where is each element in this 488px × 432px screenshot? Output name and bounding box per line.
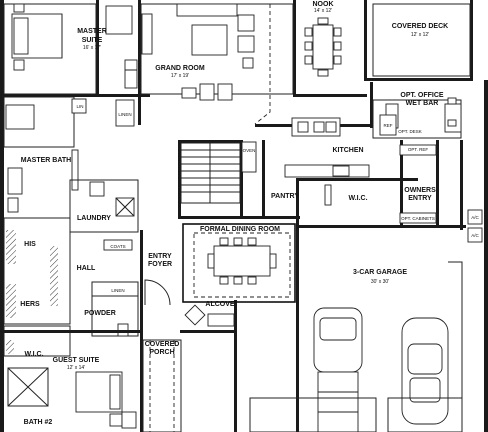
covered-deck: COVERED DECK 12' x 12' <box>372 3 471 77</box>
covered-deck-size: 12' x 12' <box>411 32 429 38</box>
lin-label: LIN <box>76 104 83 109</box>
nook-table <box>312 24 334 70</box>
kitchen: REF KITCHEN <box>284 114 397 178</box>
covered-deck-label: COVERED DECK <box>392 23 448 30</box>
entry-foyer-label: ENTRY <box>148 253 172 260</box>
laundry: LAUNDRY COATS <box>69 179 139 251</box>
grand-room: GRAND ROOM 17' x 19' <box>140 3 294 125</box>
fireplace <box>141 13 153 55</box>
opt-ref-label: OPT. REF <box>408 147 429 152</box>
master-bath-label: MASTER BATH <box>21 157 71 164</box>
formal-dining-label: FORMAL DINING ROOM <box>200 226 280 233</box>
covered-porch-label-2: PORCH <box>149 349 174 356</box>
nook-size: 14' x 12' <box>314 8 332 14</box>
guest-suite-size: 12' x 14' <box>67 365 85 371</box>
guest-suite: GUEST SUITE 12' x 14' BATH #2 <box>0 330 140 429</box>
his-hers-closets: HIS HERS <box>3 217 71 325</box>
garage: 3-CAR GARAGE 30' x 30' <box>249 261 463 432</box>
wic-kitchen: W.I.C. <box>324 184 368 206</box>
covered-porch-label: COVERED <box>145 341 180 348</box>
alcove: ALCOVE <box>184 301 235 327</box>
nook-label: NOOK <box>313 1 334 8</box>
opt-cabinets-label: OPT. CABINETS <box>401 216 435 221</box>
hers-label: HERS <box>20 301 40 308</box>
ac-2-label: A/C <box>471 233 479 238</box>
master-suite: MASTER SUITE 16' x 17' <box>3 3 138 95</box>
master-dresser <box>105 5 133 35</box>
master-wic-label: W.I.C. <box>24 351 43 358</box>
kitchen-ref-label: REF <box>384 123 393 128</box>
opt-office-label-2: WET BAR <box>406 100 439 107</box>
owners-entry: OWNERS ENTRY OPT. REF OPT. CABINETS <box>399 144 437 224</box>
wic-kitchen-label: W.I.C. <box>348 195 367 202</box>
kitchen-label: KITCHEN <box>332 147 363 154</box>
truck-icon <box>313 307 363 432</box>
bath2-label: BATH #2 <box>24 419 53 426</box>
oven-label: OVEN <box>243 148 256 153</box>
owners-entry-label-2: ENTRY <box>408 195 432 202</box>
grand-room-size: 17' x 19' <box>171 73 189 79</box>
owners-entry-label: OWNERS <box>404 187 436 194</box>
pantry-label: PANTRY <box>271 193 299 200</box>
hall-label: HALL <box>77 265 96 272</box>
dining-table <box>213 245 271 277</box>
opt-desk-label: OPT. DESK <box>398 129 422 134</box>
ac-units: A/C A/C <box>467 209 483 243</box>
grand-room-label: GRAND ROOM <box>155 65 205 72</box>
master-suite-label: MASTER <box>77 28 107 35</box>
linen-upper-label: LINEN <box>118 112 131 117</box>
opt-office-label: OPT. OFFICE <box>400 92 444 99</box>
covered-porch: COVERED PORCH <box>142 339 182 432</box>
alcove-label: ALCOVE <box>205 301 235 308</box>
nook: NOOK 14' x 12' <box>304 1 342 77</box>
master-suite-label-2: SUITE <box>82 37 103 44</box>
ac-1-label: A/C <box>471 215 479 220</box>
laundry-label: LAUNDRY <box>77 215 111 222</box>
interior-walls <box>140 140 466 432</box>
linen-lower-label: LINEN <box>111 288 124 293</box>
sofa <box>176 3 238 17</box>
garage-label: 3-CAR GARAGE <box>353 269 407 276</box>
master-suite-size: 16' x 17' <box>83 45 101 51</box>
formal-dining: FORMAL DINING ROOM <box>182 223 296 303</box>
car-icon <box>401 317 449 425</box>
entry-foyer-label-2: FOYER <box>148 261 172 268</box>
tub <box>5 104 35 130</box>
pantry: PANTRY <box>271 193 299 200</box>
powder-label: POWDER <box>84 310 116 317</box>
master-bath: LIN LINEN MASTER BATH <box>3 96 135 213</box>
stairs <box>180 142 241 204</box>
master-wic: W.I.C. <box>3 325 71 358</box>
his-label: HIS <box>24 241 36 248</box>
coats-label: COATS <box>110 244 125 249</box>
powder-area: LINEN POWDER <box>84 281 139 337</box>
garage-size: 30' x 30' <box>371 279 389 285</box>
guest-suite-label: GUEST SUITE <box>53 357 100 364</box>
